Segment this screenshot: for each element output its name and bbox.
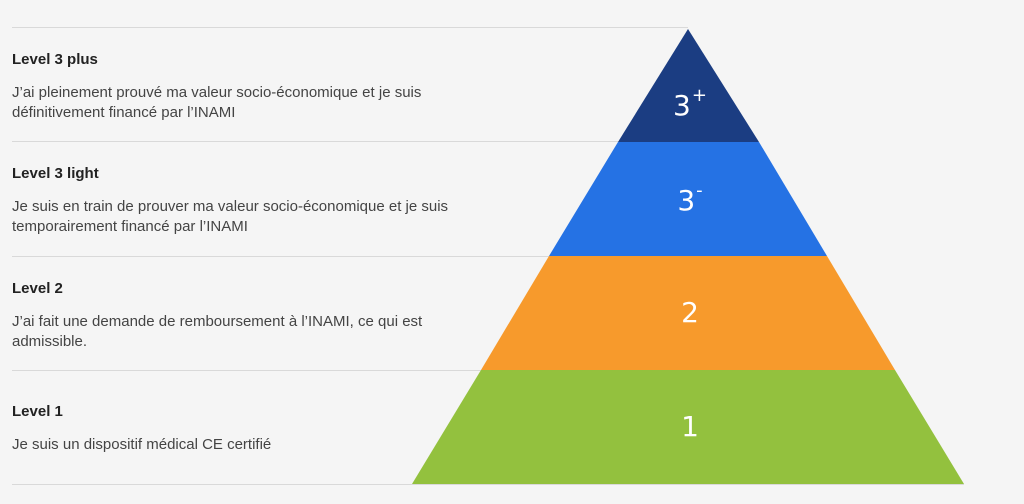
level-row-1: Level 1 Je suis un dispositif médical CE… bbox=[12, 403, 492, 455]
level-row-3-light: Level 3 light Je suis en train de prouve… bbox=[12, 165, 492, 237]
level-title: Level 3 light bbox=[12, 165, 99, 182]
pyramid-tier-3-plus bbox=[618, 29, 759, 142]
pyramid-tier-1 bbox=[412, 370, 964, 484]
divider-2 bbox=[12, 256, 552, 257]
pyramid-tier-3-light bbox=[549, 142, 827, 256]
tier-label-number: 3 bbox=[677, 184, 695, 217]
tier-label-1: 1 bbox=[681, 410, 699, 443]
level-description: J’ai fait une demande de remboursement à… bbox=[12, 313, 423, 350]
tier-label-2: 2 bbox=[681, 296, 699, 329]
tier-label-superscript: - bbox=[696, 180, 703, 201]
level-title: Level 2 bbox=[12, 280, 63, 297]
tier-label-3-light: 3- bbox=[677, 180, 702, 217]
tier-label-superscript: + bbox=[692, 85, 707, 106]
level-row-3-plus: Level 3 plus J’ai pleinement prouvé ma v… bbox=[12, 51, 492, 123]
tier-label-3-plus: 3+ bbox=[673, 85, 707, 122]
level-description: Je suis en train de prouver ma valeur so… bbox=[12, 198, 449, 235]
level-title: Level 1 bbox=[12, 403, 63, 420]
divider-bottom bbox=[12, 484, 964, 485]
level-row-2: Level 2 J’ai fait une demande de rembour… bbox=[12, 280, 492, 352]
tier-label-number: 3 bbox=[673, 89, 691, 122]
pyramid-tier-2 bbox=[481, 256, 895, 370]
divider-top bbox=[12, 27, 688, 28]
level-description: J’ai pleinement prouvé ma valeur socio-é… bbox=[12, 84, 422, 121]
divider-1 bbox=[12, 141, 620, 142]
level-title: Level 3 plus bbox=[12, 51, 98, 68]
divider-3 bbox=[12, 370, 484, 371]
level-description: Je suis un dispositif médical CE certifi… bbox=[12, 436, 272, 453]
